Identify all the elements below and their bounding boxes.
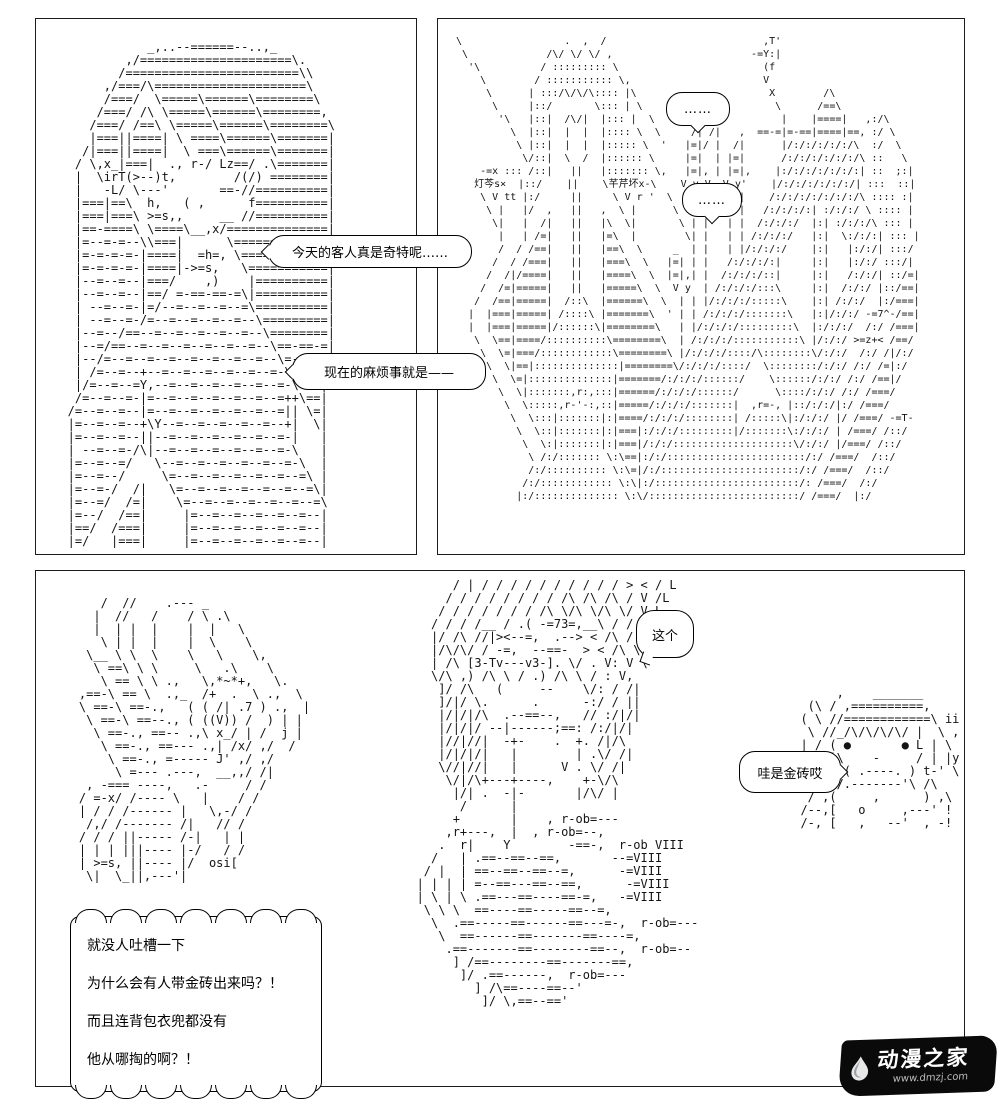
ascii-art-girl-surprised: / // .--- _ | // / / \ .\ | | | | | | \ …	[78, 596, 311, 883]
dialog-bubble: 就没人吐槽一下 为什么会有人带金砖出来吗？！ 而且连背包衣兜都没有 他从哪掏的啊…	[70, 909, 322, 1099]
speech-bubble-dots-2: ……	[682, 183, 742, 225]
bubble-scallop	[180, 1085, 212, 1099]
panel-bottom: / // .--- _ | // / / \ .\ | | | | | | \ …	[35, 570, 965, 1087]
watermark-title: 动漫之家	[876, 1045, 971, 1073]
bubble-scallop	[285, 1085, 317, 1099]
watermark-url: www.dmzj.com	[892, 1070, 969, 1085]
ascii-art-scene: \ . , / ,T' \ /\/ \/ \/ , -=Y:| '\ / :::…	[456, 36, 920, 502]
speech-text: ……	[698, 192, 726, 208]
dialog-line: 为什么会有人带金砖出来吗？！	[87, 976, 283, 992]
watermark-text-group: 动漫之家 www.dmzj.com	[876, 1045, 971, 1085]
bubble-scallop	[110, 1085, 142, 1099]
ascii-art-figure-with-brick: / | / / / / / / / / / / > < / L / / / / …	[416, 578, 699, 1008]
bubble-scallop	[215, 1085, 247, 1099]
speech-text: ……	[684, 101, 712, 117]
speech-bubble-this: 这个	[636, 610, 694, 666]
speech-text: 现在的麻烦事就是——	[323, 366, 454, 381]
watermark-banner: 动漫之家 www.dmzj.com	[838, 1035, 998, 1097]
speech-text: 今天的客人真是奇特呢……	[291, 246, 448, 261]
panel-top-left: _,..--======--..,_ ,/===================…	[35, 18, 417, 555]
bubble-scallop	[145, 1085, 177, 1099]
speech-bubble-dots-1: ……	[666, 92, 730, 134]
dialog-line: 而且连背包衣兜都没有	[87, 1014, 227, 1030]
speech-bubble-trouble: 现在的麻烦事就是——	[284, 353, 486, 390]
speech-bubble-guest: 今天的客人真是奇特呢……	[260, 235, 472, 268]
dmzj-logo-icon	[851, 1056, 869, 1081]
speech-text: 哇是金砖哎	[757, 766, 823, 782]
bubble-scallop	[250, 1085, 282, 1099]
speech-text: 这个	[651, 628, 678, 644]
dialog-line: 就没人吐槽一下	[87, 938, 185, 954]
site-watermark: 动漫之家 www.dmzj.com	[838, 1035, 998, 1097]
bubble-scallop	[75, 1085, 107, 1099]
ascii-art-girl: _,..--======--..,_ ,/===================…	[67, 40, 335, 548]
speech-bubble-gold-brick: 哇是金砖哎	[739, 751, 849, 793]
dialog-line: 他从哪掏的啊？！	[87, 1052, 199, 1068]
